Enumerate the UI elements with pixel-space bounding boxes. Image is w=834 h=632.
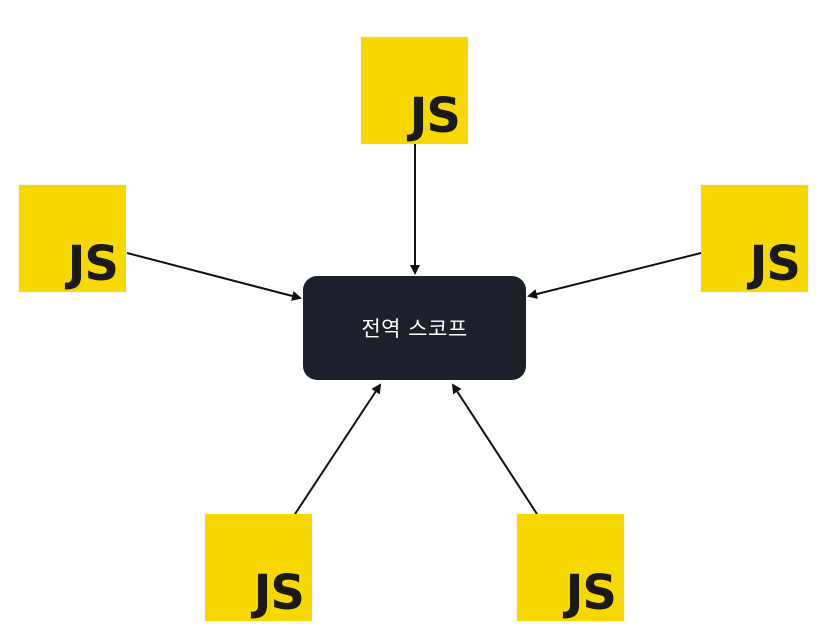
js-logo-text: JS (565, 565, 617, 621)
js-logo-text: JS (253, 565, 305, 621)
js-module-left: JS (19, 185, 126, 292)
global-scope-box: 전역 스코프 (303, 276, 526, 380)
js-module-bottom-left: JS (205, 514, 312, 621)
js-logo-text: JS (749, 236, 801, 292)
js-module-right: JS (701, 185, 808, 292)
global-scope-label: 전역 스코프 (361, 317, 468, 341)
arrow-bottom-left-to-scope (294, 383, 382, 515)
js-logo-text: JS (409, 88, 461, 144)
js-logo-text: JS (67, 236, 119, 292)
js-module-bottom-right: JS (517, 514, 624, 621)
arrow-right-to-scope (527, 251, 706, 299)
arrow-bottom-right-to-scope (451, 383, 538, 515)
js-module-top: JS (361, 37, 468, 144)
arrow-left-to-scope (126, 252, 302, 301)
